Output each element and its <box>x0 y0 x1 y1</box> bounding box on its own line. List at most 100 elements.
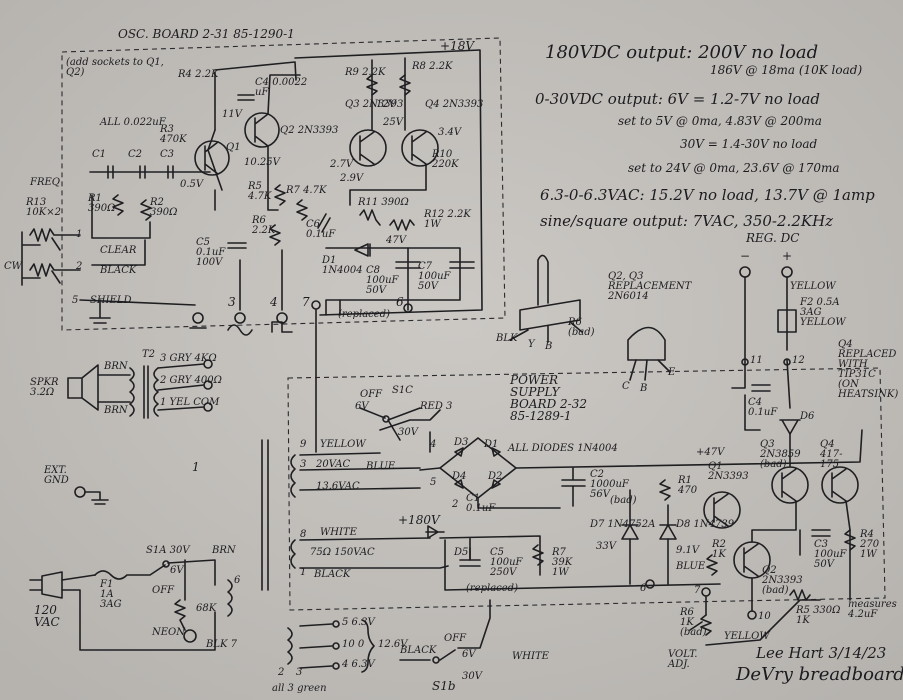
r8-symbol <box>399 74 411 96</box>
ps-term-6: 6 <box>640 583 647 594</box>
label-r4: R4 2.2K <box>178 69 219 80</box>
ps-yellow: YELLOW <box>320 439 366 450</box>
ps-47v: +47V <box>696 447 725 458</box>
q4-symbol <box>401 129 439 167</box>
label-c5: C5 0.1uF 100V <box>196 237 226 268</box>
ps-d1: D1 <box>484 439 499 450</box>
r11-symbol <box>359 209 381 226</box>
ps-title: POWER SUPPLY BOARD 2-32 85-1289-1 <box>510 373 587 423</box>
osc-board-title: OSC. BOARD 2-31 85-1290-1 <box>118 27 295 41</box>
mains-s1a: S1A 30V <box>146 545 190 556</box>
ps-d5: D5 <box>454 547 469 558</box>
neon-symbol <box>183 629 197 643</box>
osc-board-outline <box>61 37 506 331</box>
label-freq: FREQ <box>30 177 60 188</box>
ps-d8: D8 1N4739 <box>676 519 735 530</box>
term-1 <box>192 312 204 324</box>
label-r7: R7 4.7K <box>286 185 327 196</box>
reg-dc-yellow: YELLOW <box>790 281 836 292</box>
power-board-outline <box>287 367 886 611</box>
label-d1: D1 1N4004 <box>322 255 363 276</box>
r2-symbol <box>706 554 718 576</box>
pot-blk: BLK <box>496 333 518 344</box>
label-c8: C8 100uF 50V <box>366 265 399 296</box>
term-6-ps <box>645 579 655 589</box>
meas-line-3: 0-30VDC output: 6V = 1.2-7V no load <box>535 90 821 108</box>
r6-symbol <box>689 614 712 636</box>
ps-q4-symbol <box>821 466 859 504</box>
label-c1: C1 <box>92 149 107 160</box>
s1b-black: BLACK <box>400 645 437 656</box>
green-all: all 3 green <box>272 683 327 694</box>
ps-black: BLACK <box>314 569 351 580</box>
speaker-symbol <box>67 364 99 411</box>
pot-b: B <box>545 341 553 352</box>
q3-symbol <box>349 129 387 167</box>
meas-line-2: 186V @ 18ma (10K load) <box>710 63 863 77</box>
q2-symbol <box>244 112 280 148</box>
label-c4: C4 0.0022 uF <box>255 77 308 98</box>
green-tap-3: 4 6.3V <box>342 659 375 670</box>
meas-line-5: 30V = 1.4-30V no load <box>680 137 818 151</box>
r12-symbol <box>389 219 415 231</box>
ps-all-diodes: ALL DIODES 1N4004 <box>508 443 618 454</box>
ps-q2: Q2 2N3393 (bad) <box>762 565 803 596</box>
ps-150vac: 75Ω 150VAC <box>310 547 375 558</box>
ps-c2: C2 1000uF 56V <box>590 469 629 500</box>
ps-180v: +180V <box>398 513 440 527</box>
reg-dc-plus-label: + <box>782 249 793 263</box>
term-3 <box>234 312 246 324</box>
f1-symbol <box>94 570 128 580</box>
reg-dc-note-q4: Q4 REPLACED WITH TIP31C (ON HEATSINK) <box>838 339 899 400</box>
ps-33v: 33V <box>596 541 616 552</box>
ps-c2-bad: (bad) <box>610 495 637 506</box>
signature-name: Lee Hart 3/14/23 <box>756 644 887 662</box>
ps-r4: R4 270 1W <box>860 529 880 560</box>
label-term-6: 6 <box>396 295 404 309</box>
reg-dc-c4: C4 0.1uF <box>748 397 778 418</box>
ps-red3: RED 3 <box>420 401 453 412</box>
r2-symbol <box>140 199 152 221</box>
mains-blk7: BLK 7 <box>206 639 238 650</box>
ps-q4: Q4 417-175 <box>820 439 843 470</box>
label-v-q2: 10.25V <box>244 157 280 168</box>
ps-q1: Q1 2N3393 <box>708 461 749 482</box>
label-r1: R1 390Ω <box>88 193 116 214</box>
reg-dc-d6: D6 <box>800 411 815 422</box>
label-c8-replaced: (replaced) <box>338 309 390 320</box>
reg-c4-symbol <box>751 384 771 392</box>
s1b-30v: 30V <box>462 671 482 682</box>
label-v47: 47V <box>386 235 406 246</box>
ps-term-10: 10 <box>758 611 771 622</box>
ps-13vac: 13.6VAC <box>316 481 360 492</box>
ps-q1-symbol <box>703 491 741 529</box>
ps-c1: C1 0.1uF <box>466 493 496 514</box>
c7-symbol <box>449 261 475 269</box>
r13-lower <box>29 263 81 277</box>
green-12v: 12.6V <box>378 639 408 650</box>
label-r9: R9 2.2K <box>345 67 386 78</box>
green-n3: 3 <box>296 667 303 678</box>
label-c7: C7 100uF 50V <box>418 261 451 292</box>
ps-yellow2: YELLOW <box>724 631 770 642</box>
mains-off: OFF <box>152 585 175 596</box>
ps-c5-replaced: (replaced) <box>466 583 518 594</box>
term-6 <box>403 303 413 313</box>
label-v25: 25V <box>383 117 403 128</box>
reg-dc-minus-label: − <box>740 249 751 263</box>
reg-dc-title: REG. DC <box>746 231 800 245</box>
ps-measures: measures 4.2uF <box>848 599 897 620</box>
plug-symbol <box>29 571 63 599</box>
ps-d7: D7 1N4752A <box>590 519 656 530</box>
t1-core <box>261 439 269 591</box>
ps-term-7: 7 <box>694 585 701 596</box>
mains-68k: 68K <box>196 603 217 614</box>
label-term-7: 7 <box>302 295 310 309</box>
r68k-symbol <box>174 559 186 631</box>
ps-blue2: BLUE <box>676 561 706 572</box>
reg-dc-term-11: 11 <box>750 355 763 366</box>
ps-off: OFF <box>360 389 383 400</box>
rail-18v <box>294 49 483 316</box>
transistor-e: E <box>668 367 676 378</box>
